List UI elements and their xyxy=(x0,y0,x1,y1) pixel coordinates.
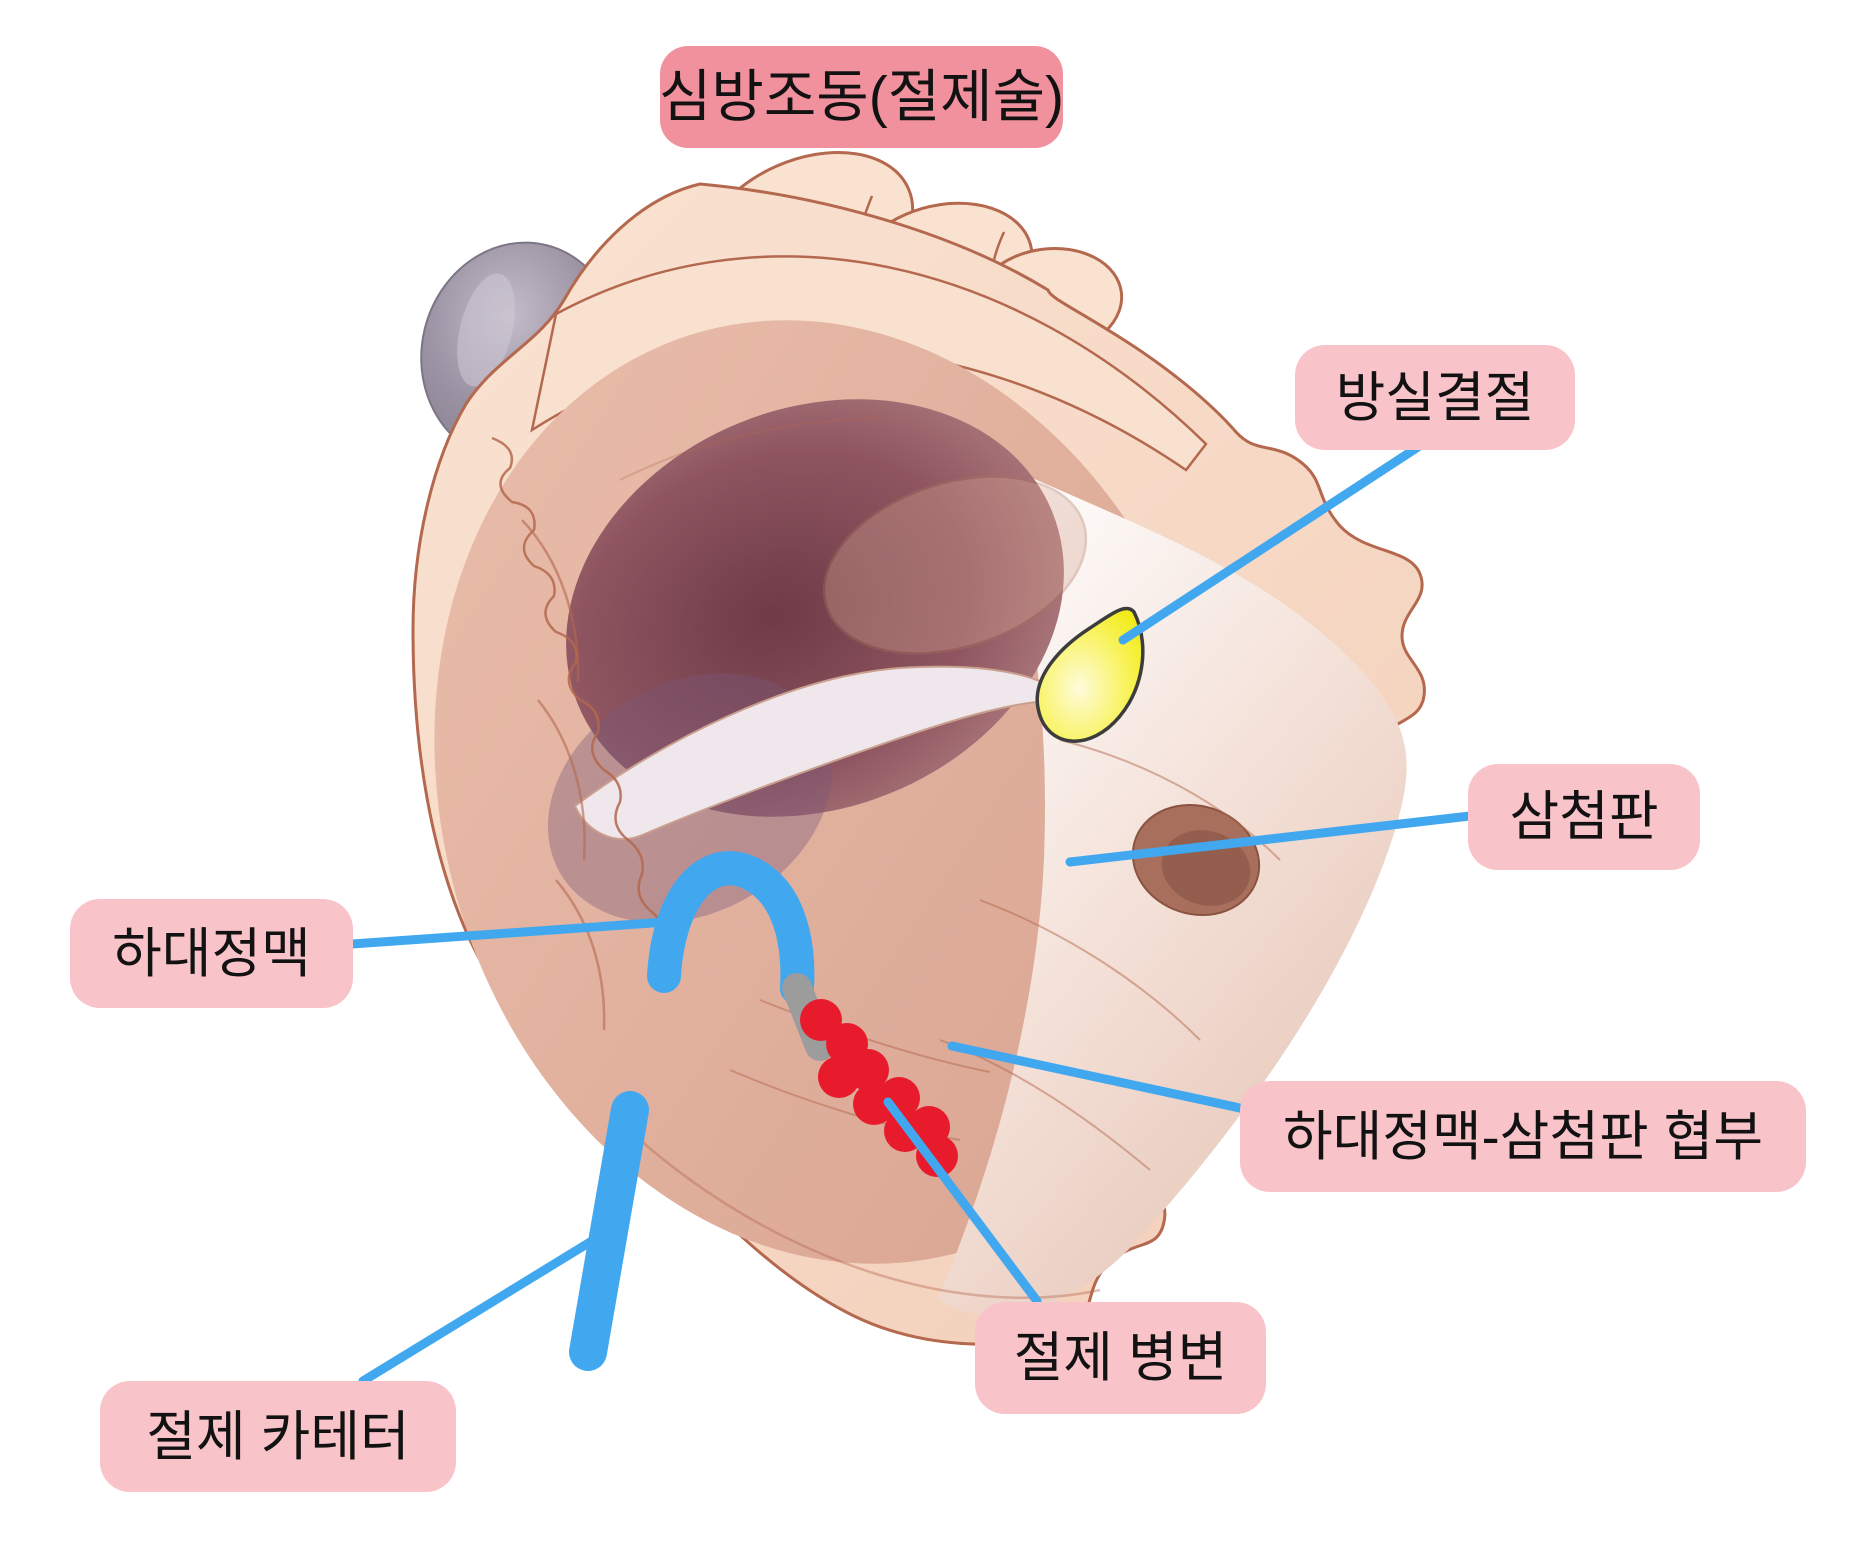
label-ablation-lesion: 절제 병변 xyxy=(975,1302,1266,1414)
av-node xyxy=(1035,606,1145,743)
diagram-title: 심방조동(절제술) xyxy=(659,46,1064,148)
leader-catheter xyxy=(358,1231,605,1386)
leader-ivc xyxy=(347,917,671,949)
eustachian-valve xyxy=(573,665,1068,841)
leader-lines xyxy=(347,442,1475,1386)
leader-av-node xyxy=(1118,442,1423,645)
leader-tricuspid xyxy=(1065,811,1475,867)
fossa-ovalis xyxy=(822,475,1088,655)
label-ivc: 하대정맥 xyxy=(70,899,353,1008)
leader-lesion xyxy=(883,1097,1042,1306)
pectinate-muscles xyxy=(491,436,668,1031)
label-ablation-catheter: 절제 카테터 xyxy=(100,1381,456,1492)
catheter-shaft-outside xyxy=(569,1091,649,1371)
label-isthmus: 하대정맥-삼첨판 협부 xyxy=(1240,1081,1806,1192)
label-tricuspid-valve: 삼첨판 xyxy=(1468,764,1700,870)
catheter-loop-inside xyxy=(647,851,815,1005)
leader-isthmus xyxy=(947,1041,1254,1115)
label-av-node: 방실결절 xyxy=(1295,345,1575,450)
